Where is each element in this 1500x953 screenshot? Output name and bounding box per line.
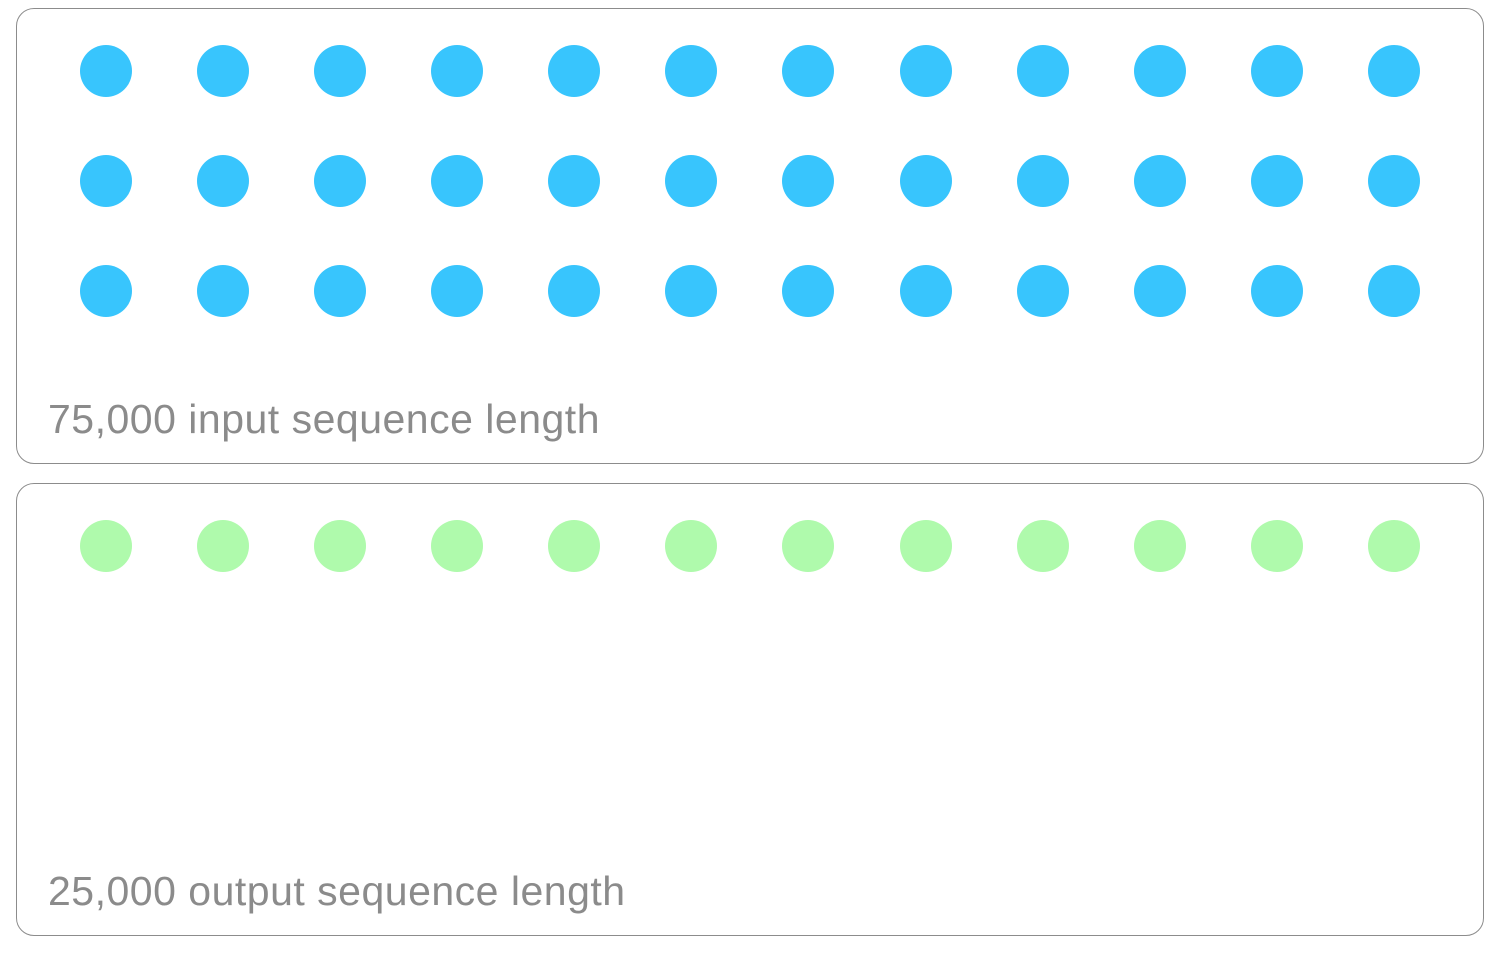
input-token-dot xyxy=(314,265,367,317)
output-token-dot-row xyxy=(80,520,1420,572)
input-sequence-label: 75,000 input sequence length xyxy=(48,396,601,442)
output-token-dot xyxy=(1016,520,1069,572)
input-token-dot xyxy=(197,45,250,97)
input-token-dot-row xyxy=(80,265,1420,317)
input-token-dot xyxy=(665,45,718,97)
output-token-dot xyxy=(548,520,601,572)
input-token-dot xyxy=(665,265,718,317)
output-token-dot xyxy=(431,520,484,572)
input-token-dot xyxy=(1250,155,1303,207)
input-token-dot xyxy=(80,155,132,207)
input-token-dots xyxy=(80,45,1420,317)
output-token-dot xyxy=(1367,520,1420,572)
input-token-dot xyxy=(1016,45,1069,97)
input-token-dot xyxy=(899,265,952,317)
output-token-dot xyxy=(197,520,250,572)
input-token-dot xyxy=(1250,45,1303,97)
input-token-dot xyxy=(197,265,250,317)
input-token-dot xyxy=(314,155,367,207)
input-token-dot-row xyxy=(80,45,1420,97)
input-token-dot-row xyxy=(80,155,1420,207)
output-token-dot xyxy=(782,520,835,572)
input-token-dot xyxy=(1367,265,1420,317)
output-token-dot xyxy=(314,520,367,572)
input-token-dot xyxy=(782,155,835,207)
input-token-dot xyxy=(431,45,484,97)
input-token-dot xyxy=(314,45,367,97)
input-token-dot xyxy=(197,155,250,207)
input-token-dot xyxy=(1133,155,1186,207)
input-token-dot xyxy=(80,45,132,97)
input-token-dot xyxy=(548,45,601,97)
input-token-dot xyxy=(1367,155,1420,207)
input-token-dot xyxy=(665,155,718,207)
input-token-dot xyxy=(1133,45,1186,97)
input-token-dot xyxy=(782,265,835,317)
input-token-dot xyxy=(431,265,484,317)
output-token-dots xyxy=(80,520,1420,572)
input-token-dot xyxy=(899,155,952,207)
output-token-dot xyxy=(80,520,132,572)
input-token-dot xyxy=(1016,265,1069,317)
output-token-dot xyxy=(1250,520,1303,572)
input-token-dot xyxy=(1367,45,1420,97)
output-token-dot xyxy=(665,520,718,572)
input-token-dot xyxy=(548,155,601,207)
input-token-dot xyxy=(80,265,132,317)
output-sequence-label: 25,000 output sequence length xyxy=(48,868,626,914)
input-token-dot xyxy=(1016,155,1069,207)
output-sequence-panel: 25,000 output sequence length xyxy=(16,483,1484,936)
input-sequence-panel: 75,000 input sequence length xyxy=(16,8,1484,464)
input-token-dot xyxy=(899,45,952,97)
output-token-dot xyxy=(899,520,952,572)
input-token-dot xyxy=(431,155,484,207)
input-token-dot xyxy=(548,265,601,317)
input-token-dot xyxy=(1133,265,1186,317)
output-token-dot xyxy=(1133,520,1186,572)
input-token-dot xyxy=(782,45,835,97)
input-token-dot xyxy=(1250,265,1303,317)
